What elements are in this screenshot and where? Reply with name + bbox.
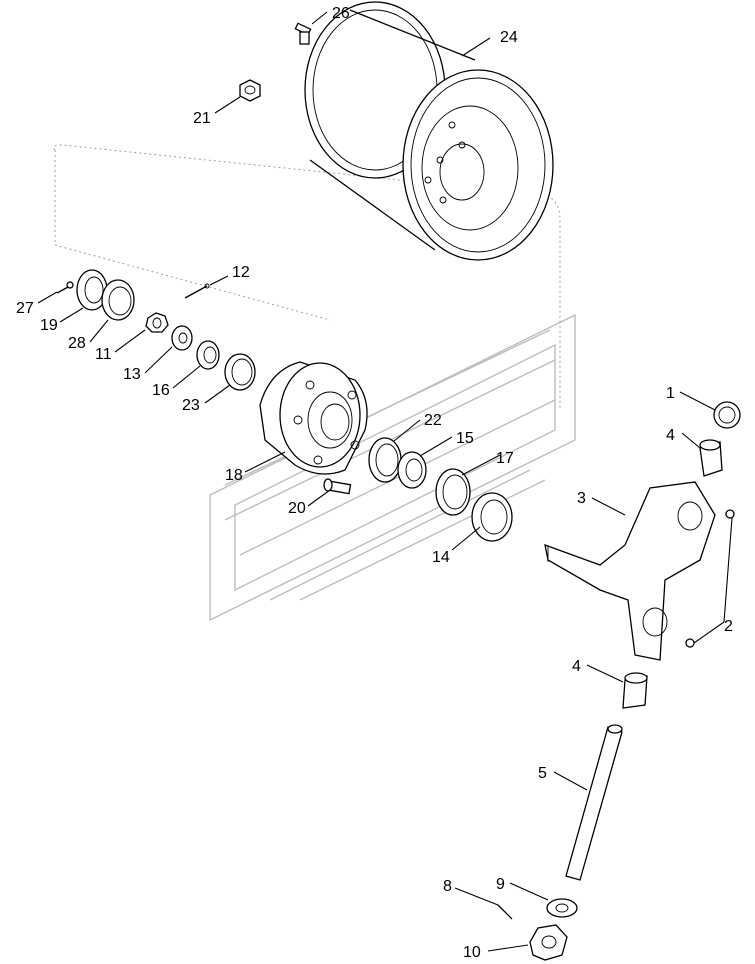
wheel-stud <box>323 478 352 495</box>
callout-9: 9 <box>496 876 505 893</box>
grease-seal <box>471 492 513 542</box>
callout-28: 28 <box>68 335 86 352</box>
callout-27: 27 <box>16 300 34 317</box>
spacer-lower <box>622 672 648 709</box>
callout-26: 26 <box>332 5 350 22</box>
cotter-pin-lower <box>497 904 513 920</box>
king-pin <box>565 724 623 881</box>
callout-19: 17 <box>496 450 514 467</box>
lug-nut <box>239 79 261 102</box>
callout-13: 13 <box>123 366 141 383</box>
bearing-race <box>435 468 471 516</box>
callout-24: 24 <box>500 29 518 46</box>
callout-8: 8 <box>443 878 452 895</box>
spacer-upper <box>699 439 723 477</box>
inner-bearing-cone <box>397 451 427 489</box>
washer-lower <box>546 898 578 918</box>
grease-fittings <box>685 509 735 648</box>
castle-nut-lower <box>529 924 568 961</box>
callout-23: 23 <box>182 397 200 414</box>
assembly-guide-line <box>53 144 561 410</box>
callout-18: 18 <box>225 467 243 484</box>
cotter-pin <box>184 283 210 299</box>
gasket <box>101 279 135 321</box>
callout-21: 21 <box>193 110 211 127</box>
callout-16: 16 <box>152 382 170 399</box>
outer-bearing-cup <box>224 353 256 391</box>
watermark-logo <box>209 313 576 622</box>
callout-4-lower: 4 <box>572 658 581 675</box>
callout-5: 5 <box>538 765 547 782</box>
callout-2: 2 <box>724 618 733 635</box>
callout-labels: 26 24 21 12 27 19 28 11 13 16 23 18 20 2… <box>16 5 733 961</box>
outer-bearing-cone <box>196 340 220 370</box>
callout-17: 19 <box>40 317 58 334</box>
callout-4-upper: 4 <box>666 427 675 444</box>
callout-1: 1 <box>666 385 675 402</box>
callout-20: 20 <box>288 500 306 517</box>
wheel-rim <box>304 1 554 261</box>
inner-bearing-cup <box>368 437 402 483</box>
hub-cap <box>76 269 108 311</box>
washer <box>171 325 193 351</box>
bushing-top <box>713 401 741 429</box>
callout-11: 11 <box>95 346 112 363</box>
callout-12: 12 <box>232 264 250 281</box>
spindle <box>544 481 716 661</box>
callout-15: 15 <box>456 430 474 447</box>
valve-stem <box>294 22 312 45</box>
screw <box>56 281 74 294</box>
castle-nut <box>145 312 169 333</box>
wheel-hub <box>259 361 368 475</box>
callout-14: 14 <box>432 549 450 566</box>
callout-3: 3 <box>577 490 586 507</box>
callout-10: 10 <box>463 944 481 961</box>
leader-lines <box>37 11 733 952</box>
callout-22: 22 <box>424 412 442 429</box>
